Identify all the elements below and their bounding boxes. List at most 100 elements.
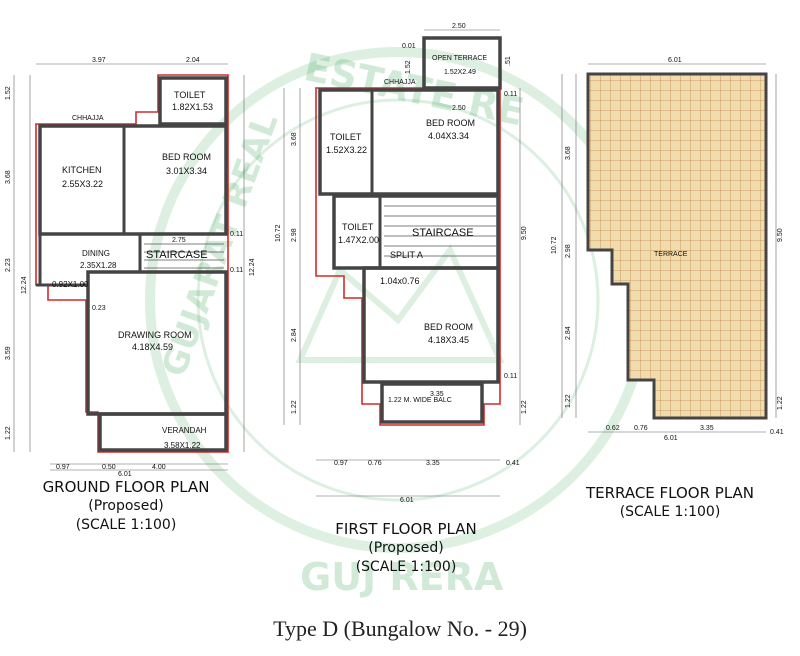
- ff-dim-left-2: 10.72: [275, 224, 282, 242]
- watermark-bottom: GUJ RERA: [300, 555, 504, 599]
- tp-dim-bottom-4: 0.41: [770, 429, 784, 436]
- tp-dim-bottom-1: 0.76: [634, 425, 648, 432]
- gf-room-bed-name: BED ROOM: [162, 152, 211, 162]
- ff-room-bed1-name: BED ROOM: [426, 118, 475, 128]
- ff-room-bed2-size: 4.18X3.45: [428, 335, 469, 345]
- ff-dim-right-0: 9.50: [521, 226, 528, 240]
- tp-dim-right-1: 1.22: [777, 396, 784, 410]
- gf-dim-inner-4: 0.23: [92, 305, 106, 312]
- gf-room-toilet-name: TOILET: [174, 90, 206, 100]
- terrace-floor-plan: TERRACE 6.01 3.68 10.72 2.98 2.84 1.22 9…: [551, 57, 784, 442]
- ff-dim-right-1: 0.11: [504, 373, 517, 380]
- gf-room-toilet-size: 1.82X1.53: [172, 102, 213, 112]
- ground-floor-caption: GROUND FLOOR PLAN (Proposed) (SCALE 1:10…: [10, 478, 242, 535]
- ff-dim-left-3: 2.84: [291, 328, 298, 342]
- ground-floor-title: GROUND FLOOR PLAN: [42, 478, 210, 496]
- first-floor-plan: OPEN TERRACE 1.52X2.49 TOILET 1.52X3.22 …: [275, 23, 528, 504]
- ff-dim-left-0: 3.68: [291, 132, 298, 146]
- ff-room-bed1-size: 4.04X3.34: [428, 131, 469, 141]
- gf-staircase: STAIRCASE: [146, 249, 208, 261]
- ff-room-toilet1-size: 1.52X3.22: [326, 145, 367, 155]
- ff-room-terrace-size: 1.52X2.49: [444, 69, 476, 76]
- gf-dim-left-2: 2.23: [5, 258, 12, 272]
- gf-dim-bottom-2: 4.00: [152, 464, 166, 471]
- ff-dim-top-1: 0.01: [402, 43, 416, 50]
- first-floor-title: FIRST FLOOR PLAN: [335, 520, 477, 538]
- ff-dim-top-3: .51: [505, 56, 512, 66]
- gf-room-verandah-size: 3.58X1.22: [164, 441, 201, 450]
- gf-room-bed-size: 3.01X3.34: [166, 166, 207, 176]
- gf-dim-inner-0: 2.75: [172, 237, 186, 244]
- gf-dim-bottom-0: 0.97: [56, 464, 70, 471]
- ff-staircase: STAIRCASE: [412, 227, 474, 239]
- gf-dim-inner-3: 0.92X1.00: [52, 280, 89, 289]
- gf-chhajja: CHHAJJA: [72, 115, 104, 122]
- gf-dim-inner-2: 0.11: [230, 267, 243, 274]
- gf-dim-bottom-1: 0.50: [102, 464, 116, 471]
- tp-dim-bottom-3: 6.01: [664, 435, 678, 442]
- tp-dim-right-0: 9.50: [777, 228, 784, 242]
- ff-balcony: 1.22 M. WIDE BALC: [388, 397, 452, 404]
- tp-label: TERRACE: [654, 251, 688, 258]
- watermark-center: Estate Regulatory: [400, 330, 583, 351]
- ff-dim-right-2: 1.22: [521, 400, 528, 414]
- gf-dim-left-3: 12.24: [21, 276, 28, 294]
- ff-chhajja: CHHAJJA: [384, 79, 416, 86]
- ff-dim-bottom-4: 6.01: [400, 497, 414, 504]
- gf-dim-left-1: 3.68: [5, 170, 12, 184]
- gf-room-drawing-name: DRAWING ROOM: [118, 330, 192, 340]
- gf-room-dining-name: DINING: [82, 249, 110, 258]
- watermark-left: GUJARAT REAL: [154, 108, 286, 382]
- terrace-floor-caption: TERRACE FLOOR PLAN (SCALE 1:100): [560, 484, 780, 522]
- terrace-floor-scale: (SCALE 1:100): [619, 504, 721, 520]
- first-floor-status: (Proposed): [368, 540, 444, 556]
- gf-dim-right: 12.24: [249, 258, 256, 276]
- tp-dim-left-3: 2.84: [565, 326, 572, 340]
- ff-room-toilet2-size: 1.47X2.00: [338, 235, 379, 245]
- gf-dim-left-0: 1.52: [5, 86, 12, 100]
- tp-dim-left-0: 3.68: [565, 146, 572, 160]
- ff-dim-bottom-0: 0.97: [334, 460, 348, 467]
- gf-dim-left-4: 3.59: [5, 346, 12, 360]
- gf-dim-top-0: 3.97: [92, 57, 106, 64]
- tp-dim-left-2: 2.98: [565, 244, 572, 258]
- ff-dim-bottom-2: 3.35: [426, 460, 440, 467]
- gf-room-verandah-name: VERANDAH: [162, 426, 207, 435]
- ff-room-toilet2-name: TOILET: [342, 222, 374, 232]
- tp-dim-bottom-2: 3.35: [700, 425, 714, 432]
- ff-dim-bottom-1: 0.76: [368, 460, 382, 467]
- tp-dim-bottom-0: 0.62: [606, 425, 620, 432]
- ff-dim-top-5: 0.11: [504, 91, 517, 98]
- terrace-floor-title: TERRACE FLOOR PLAN: [585, 484, 755, 502]
- ff-split: SPLIT A: [390, 250, 423, 260]
- ff-dim-top-4: 2.50: [452, 105, 466, 112]
- tp-dim-left-4: 1.22: [565, 394, 572, 408]
- gf-dim-bottom-3: 6.01: [118, 471, 132, 478]
- tp-dim-top: 6.01: [668, 57, 682, 64]
- ff-split-size: 1.04x0.76: [380, 276, 420, 286]
- ff-dim-bottom-3: 0.41: [506, 460, 520, 467]
- ground-floor-plan: TOILET 1.82X1.53 BED ROOM 3.01X3.34 KITC…: [5, 57, 256, 478]
- tp-dim-left-1: 10.72: [551, 236, 558, 254]
- ground-floor-scale: (SCALE 1:100): [75, 517, 177, 533]
- ff-dim-left-4: 1.22: [291, 400, 298, 414]
- ground-floor-status: (Proposed): [88, 498, 164, 514]
- ff-room-bed2-name: BED ROOM: [424, 322, 473, 332]
- ff-room-toilet1-name: TOILET: [330, 132, 362, 142]
- gf-dim-inner-1: 0.11: [230, 231, 243, 238]
- first-floor-scale: (SCALE 1:100): [355, 559, 457, 575]
- gf-room-dining-size: 2.35X1.28: [80, 261, 117, 270]
- gf-room-drawing-size: 4.18X4.59: [132, 342, 173, 352]
- ff-room-terrace-name: OPEN TERRACE: [432, 55, 487, 62]
- gf-room-kitchen-name: KITCHEN: [62, 165, 102, 175]
- ff-dim-top-0: 2.50: [452, 23, 466, 30]
- first-floor-caption: FIRST FLOOR PLAN (Proposed) (SCALE 1:100…: [296, 520, 516, 577]
- gf-room-kitchen-size: 2.55X3.22: [62, 179, 103, 189]
- ff-dim-left-1: 2.98: [291, 228, 298, 242]
- gf-dim-top-1: 2.04: [186, 57, 200, 64]
- gf-dim-left-5: 1.22: [5, 426, 12, 440]
- sheet-footer-title: Type D (Bungalow No. - 29): [273, 616, 527, 641]
- ff-dim-inner-0: 3.35: [430, 391, 444, 398]
- ff-dim-top-2: 1.52: [405, 60, 412, 74]
